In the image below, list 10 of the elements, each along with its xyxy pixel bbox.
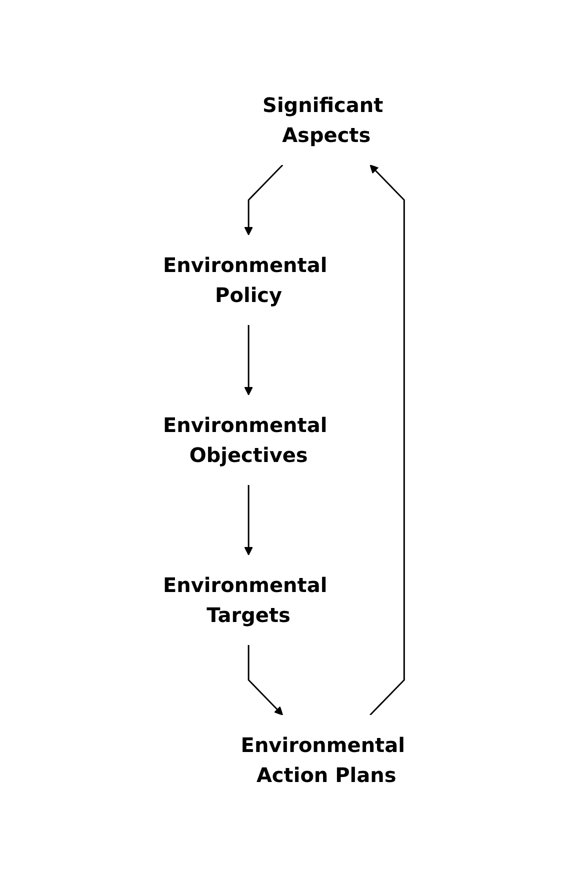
node-text: Environmental Objectives xyxy=(162,413,327,467)
arrow xyxy=(244,485,252,556)
node-text: Environmental Targets xyxy=(162,572,327,627)
node-text: Significant Aspects xyxy=(262,93,383,148)
arrow xyxy=(247,645,283,716)
arrow xyxy=(244,325,252,396)
arrow xyxy=(244,164,283,236)
node-text: Environmental Action Plans xyxy=(240,732,405,787)
node-text: Environmental Policy xyxy=(162,253,327,308)
arrow xyxy=(369,164,404,716)
